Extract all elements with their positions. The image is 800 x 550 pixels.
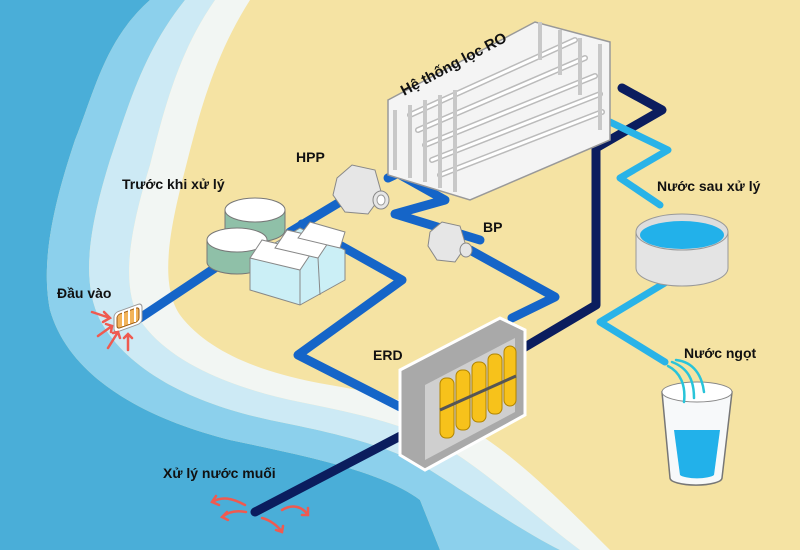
erd-cartridges — [439, 345, 517, 439]
pipe-intake-to-pretreatment — [135, 263, 220, 323]
water-glass-icon — [661, 358, 733, 486]
label-fresh-water: Nước ngọt — [684, 345, 757, 361]
label-intake: Đầu vào — [57, 285, 111, 301]
product-pipes — [596, 118, 682, 366]
pipe-ro-to-erd — [515, 83, 667, 355]
pipe-tank-to-glass — [596, 271, 682, 366]
label-bp: BP — [483, 219, 502, 235]
pipe-ro-to-tank — [606, 118, 672, 209]
intake-arrows-icon — [90, 310, 134, 352]
label-pretreatment: Trước khi xử lý — [122, 176, 225, 192]
label-erd: ERD — [373, 347, 403, 363]
discharge-arrows-icon — [210, 494, 310, 534]
ro-membrane-rack-icon — [387, 21, 611, 201]
label-brine-discharge: Xử lý nước muối — [163, 465, 276, 481]
hpp-pump-icon — [332, 164, 390, 215]
treatment-buildings-icon — [249, 221, 346, 306]
pipe-erd-to-outfall — [250, 425, 417, 517]
pipe-bp-to-erd — [465, 245, 560, 323]
sea-deep — [0, 0, 440, 550]
pipe-pretreatment-to-erd — [293, 219, 415, 417]
label-product-tank: Nước sau xử lý — [657, 178, 761, 194]
brine-pipes — [250, 83, 667, 517]
bp-pump-icon — [427, 221, 473, 263]
storage-tank-icon — [635, 213, 729, 287]
intake-screen-icon — [113, 303, 143, 333]
label-hpp: HPP — [296, 149, 325, 165]
sea-mid — [46, 0, 560, 550]
erd-device-icon — [398, 316, 527, 472]
